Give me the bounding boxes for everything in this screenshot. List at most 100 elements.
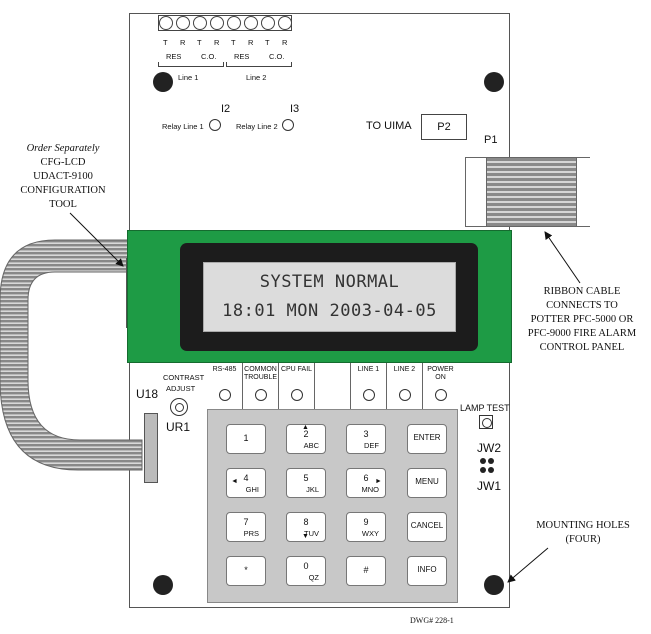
mounting-line: MOUNTING HOLES — [536, 520, 630, 531]
terminal-label: T — [163, 38, 168, 47]
jw2-label: JW2 — [477, 441, 501, 455]
lamp-test-label: LAMP TEST — [460, 403, 510, 413]
terminal-screw — [244, 16, 258, 30]
drawing-number: DWG# 228-1 — [410, 616, 454, 625]
terminal-screw — [227, 16, 241, 30]
mounting-hole-top-left — [153, 72, 173, 92]
to-uima-label: TO UIMA — [366, 120, 412, 132]
power-on-led-cell: POWER ON — [423, 363, 458, 409]
jw1-label: JW1 — [477, 479, 501, 493]
ribbon-line: CONTROL PANEL — [539, 342, 625, 353]
contrast-label: CONTRAST — [163, 373, 205, 382]
line1-led-label: LINE 1 — [357, 366, 380, 373]
cpu-fail-label: CPU FAIL — [280, 366, 313, 373]
ribbon-line: CONNECTS TO — [546, 300, 618, 311]
key-star[interactable]: * — [226, 556, 266, 586]
power-on-led — [434, 389, 447, 401]
info-key[interactable]: INFO — [407, 556, 447, 586]
line1-bracket — [158, 62, 224, 67]
terminal-label: R — [214, 38, 220, 47]
rs485-led-cell: RS-485 — [207, 363, 243, 409]
mounting-annotation: MOUNTING HOLES (FOUR) — [528, 519, 638, 547]
power-on-label: POWER ON — [427, 366, 454, 381]
cpu-fail-led-cell: CPU FAIL — [279, 363, 315, 409]
co-label: C.O. — [201, 52, 217, 61]
tool-line: TOOL — [49, 199, 77, 210]
tool-line: CONFIGURATION — [20, 185, 106, 196]
line1-led-cell: LINE 1 — [351, 363, 387, 409]
mounting-hole-top-right — [484, 72, 504, 92]
line1-label: Line 1 — [178, 73, 199, 82]
ribbon-line: RIBBON CABLE — [543, 286, 621, 297]
line2-led-label: LINE 2 — [393, 366, 416, 373]
ur1-label: UR1 — [166, 420, 191, 434]
relay-line-1-label: Relay Line 1 — [162, 122, 204, 131]
cpu-fail-led — [290, 389, 303, 401]
jumper-pins — [480, 467, 494, 473]
p1-label: P1 — [484, 134, 498, 146]
key-hash[interactable]: # — [346, 556, 386, 586]
terminal-label: R — [282, 38, 288, 47]
line2-label: Line 2 — [246, 73, 267, 82]
order-separately-label: Order Separately — [26, 143, 100, 154]
p2-connector: P2 — [421, 114, 467, 140]
i3-label: I3 — [290, 103, 300, 115]
tool-annotation: Order Separately CFG-LCD UDACT-9100 CONF… — [0, 142, 126, 212]
line2-bracket — [226, 62, 292, 67]
terminal-label: T — [197, 38, 202, 47]
common-trouble-led-cell: COMMON TROUBLE — [243, 363, 279, 409]
rs485-label: RS-485 — [212, 366, 237, 373]
res-label: RES — [166, 52, 182, 61]
terminal-screw — [261, 16, 275, 30]
lamp-test-button[interactable] — [479, 415, 493, 429]
tool-line: CFG-LCD — [40, 157, 86, 168]
p1-header — [466, 158, 487, 226]
terminal-screw — [176, 16, 190, 30]
adjust-label: ADJUST — [166, 384, 196, 393]
relay-line-2-label: Relay Line 2 — [236, 122, 278, 131]
down-arrow-icon: ▼ — [302, 533, 309, 540]
ribbon-line: PFC-9000 FIRE ALARM — [527, 328, 637, 339]
terminal-screw — [159, 16, 173, 30]
terminal-screw — [210, 16, 224, 30]
terminal-screw — [193, 16, 207, 30]
u18-label: U18 — [136, 387, 159, 401]
common-trouble-led — [254, 389, 267, 401]
common-trouble-label: COMMON TROUBLE — [243, 366, 278, 381]
terminal-screw — [278, 16, 292, 30]
line1-led — [362, 389, 375, 401]
lcd-line-2: 18:01 MON 2003-04-05 — [222, 301, 437, 321]
ribbon-line: POTTER PFC-5000 OR — [530, 314, 634, 325]
enter-key[interactable]: ENTER — [407, 424, 447, 454]
tool-line: UDACT-9100 — [33, 171, 93, 182]
mounting-line: (FOUR) — [565, 534, 601, 545]
right-arrow-icon: ► — [375, 478, 382, 485]
cancel-key[interactable]: CANCEL — [407, 512, 447, 542]
rs485-led — [218, 389, 231, 401]
contrast-adjust-knob[interactable] — [170, 398, 188, 416]
mounting-hole-bottom-left — [153, 575, 173, 595]
lcd-line-1: SYSTEM NORMAL — [259, 272, 400, 292]
lcd-screen: SYSTEM NORMAL 18:01 MON 2003-04-05 — [203, 262, 456, 332]
ribbon-end-right — [576, 158, 590, 226]
terminal-label: R — [180, 38, 186, 47]
i2-label: I2 — [221, 103, 231, 115]
res-label: RES — [234, 52, 250, 61]
jumper-pins — [480, 458, 494, 464]
blank-led-cell — [315, 363, 351, 409]
relay-line-2-led — [282, 119, 294, 131]
line2-led — [398, 389, 411, 401]
menu-key[interactable]: MENU — [407, 468, 447, 498]
co-label: C.O. — [269, 52, 285, 61]
key-1[interactable]: 1 — [226, 424, 266, 454]
up-arrow-icon: ▲ — [302, 424, 309, 431]
